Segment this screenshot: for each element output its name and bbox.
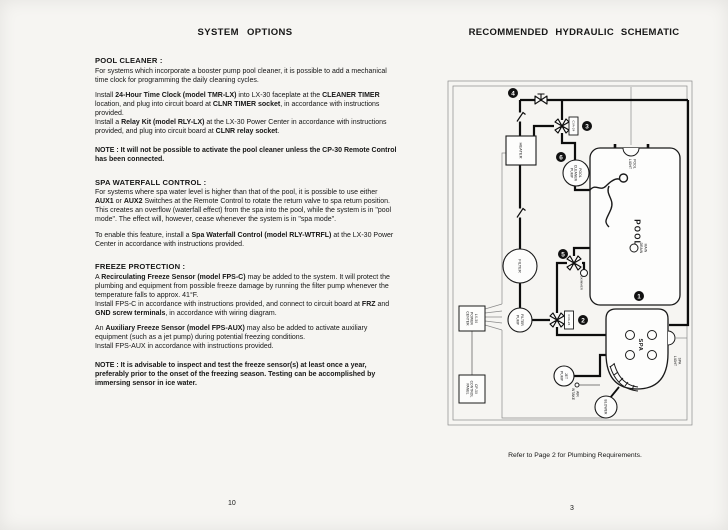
spa-light-label: SPA LIGHT: [673, 356, 681, 366]
svg-text:POWER: POWER: [470, 312, 474, 325]
pool-light-niche: [622, 147, 640, 157]
gate-valve-icon: [534, 93, 548, 105]
svg-text:JET: JET: [564, 373, 568, 379]
section-heading: POOL CLEANER :: [95, 56, 163, 65]
system-options-column: POOL CLEANER : For systems which incorpo…: [95, 44, 397, 396]
svg-text:CONTROL: CONTROL: [470, 381, 474, 398]
callout-4: 4: [508, 88, 518, 98]
three-way-valve-2: [549, 312, 565, 328]
plumbing-lines: [518, 98, 690, 378]
heater-box: HEATER: [505, 135, 537, 166]
svg-text:5: 5: [561, 251, 565, 258]
svg-text:LX-30: LX-30: [474, 314, 478, 323]
callout-3: 3: [582, 121, 592, 131]
pool-shape: POOL LIGHT POOL MAIN DRAIN: [589, 147, 681, 306]
svg-text:CVA-24: CVA-24: [572, 121, 576, 132]
callout-1: 1: [634, 291, 644, 301]
spa-air-channel: [609, 362, 639, 392]
paragraph: For systems which incorporate a booster …: [95, 67, 387, 84]
valve-actuator-tag: CVA-24: [568, 116, 579, 136]
svg-text:PUMP: PUMP: [516, 315, 520, 326]
svg-text:1: 1: [637, 293, 641, 300]
check-valve-icon: [515, 111, 527, 123]
svg-text:LIGHT: LIGHT: [628, 159, 632, 169]
page-number-left: 10: [228, 500, 236, 507]
three-way-valve-3: [554, 118, 570, 134]
filter-label: FILTER: [518, 259, 523, 273]
callout-6: 6: [556, 152, 566, 162]
check-valve-icon: [515, 207, 527, 219]
svg-text:CP-30: CP-30: [474, 384, 478, 394]
left-page-title: SYSTEM OPTIONS: [197, 27, 293, 38]
svg-text:3: 3: [585, 123, 589, 130]
svg-text:PANEL: PANEL: [465, 383, 469, 394]
svg-text:CENTER: CENTER: [465, 311, 469, 326]
pool-cleaner-hose: [589, 173, 629, 228]
pool-light-label: POOL LIGHT: [628, 159, 636, 169]
svg-text:SKIMMER: SKIMMER: [580, 276, 584, 290]
svg-text:INTAKE: INTAKE: [571, 388, 575, 401]
control-panel-box: CP-30 CONTROL PANEL: [458, 374, 486, 404]
svg-text:CLEANER: CLEANER: [574, 165, 578, 182]
electrical-wiring: [447, 80, 693, 426]
spa-shape: SPA SPA LIGHT: [605, 308, 682, 392]
paragraph: An Auxiliary Freeze Sensor (model FPS-AU…: [95, 325, 368, 351]
section-heading: FREEZE PROTECTION :: [95, 262, 186, 272]
svg-text:AIR: AIR: [576, 391, 580, 397]
air-intake: AIR INTAKE: [571, 382, 600, 401]
spa-jet: [625, 350, 635, 360]
note: NOTE : It is advisable to inspect and te…: [95, 362, 376, 387]
spa-jet: [647, 330, 657, 340]
svg-text:SPA: SPA: [678, 358, 682, 365]
svg-text:DRAIN: DRAIN: [639, 243, 643, 254]
filter-circle: FILTER: [502, 248, 538, 284]
main-drain-label: MAIN DRAIN: [639, 243, 647, 254]
note: NOTE : It will not be possible to activa…: [95, 146, 397, 163]
main-drain-port: [629, 243, 639, 253]
jet-pump-circle: JET PUMP: [553, 365, 575, 387]
paragraph: Install 24-Hour Time Clock (model TMR-LX…: [95, 92, 387, 135]
svg-text:FILTER: FILTER: [520, 314, 524, 326]
svg-text:POOL: POOL: [578, 168, 582, 178]
svg-text:PUMP: PUMP: [569, 168, 573, 179]
svg-text:MAIN: MAIN: [644, 244, 648, 253]
svg-text:PUMP: PUMP: [560, 371, 564, 382]
paragraph: A Recirculating Freeze Sensor (model FPS…: [95, 274, 390, 317]
schematic-caption: Refer to Page 2 for Plumbing Requirement…: [508, 452, 642, 459]
hydraulic-schematic: POOL LIGHT POOL MAIN DRAIN: [447, 80, 693, 426]
spa-jet: [625, 330, 635, 340]
svg-text:2: 2: [581, 317, 585, 324]
svg-text:4: 4: [511, 90, 515, 97]
blower-circle: BLOWER: [594, 386, 620, 419]
callout-2: 2: [578, 315, 588, 325]
spa-label: SPA: [637, 339, 643, 352]
blower-label: BLOWER: [604, 400, 608, 415]
pool-cleaner-pump-circle: POOL CLEANER PUMP: [562, 159, 590, 187]
spa-light-niche: [667, 330, 676, 346]
callout-5: 5: [558, 249, 568, 259]
paragraph: To enable this feature, install a Spa Wa…: [95, 231, 394, 248]
power-center-box: LX-30 POWER CENTER: [458, 305, 486, 332]
right-page-title: RECOMMENDED HYDRAULIC SCHEMATIC: [468, 27, 680, 38]
three-way-valve-5: [566, 255, 582, 271]
page-number-right: 3: [570, 505, 574, 512]
pool-label: POOL: [633, 219, 642, 246]
svg-text:LIGHT: LIGHT: [673, 356, 677, 366]
svg-text:CVA-24: CVA-24: [567, 315, 571, 326]
paragraph: For systems where spa water level is hig…: [95, 189, 392, 223]
valve-actuator-tag: CVA-24: [564, 310, 574, 330]
spa-jet: [647, 350, 657, 360]
section-heading: SPA WATERFALL CONTROL :: [95, 177, 207, 187]
svg-text:6: 6: [559, 154, 563, 161]
heater-label: HEATER: [519, 143, 524, 159]
filter-pump-circle: FILTER PUMP: [507, 307, 533, 333]
skimmer: SKIMMER: [580, 269, 588, 290]
svg-text:POOL: POOL: [633, 159, 637, 169]
